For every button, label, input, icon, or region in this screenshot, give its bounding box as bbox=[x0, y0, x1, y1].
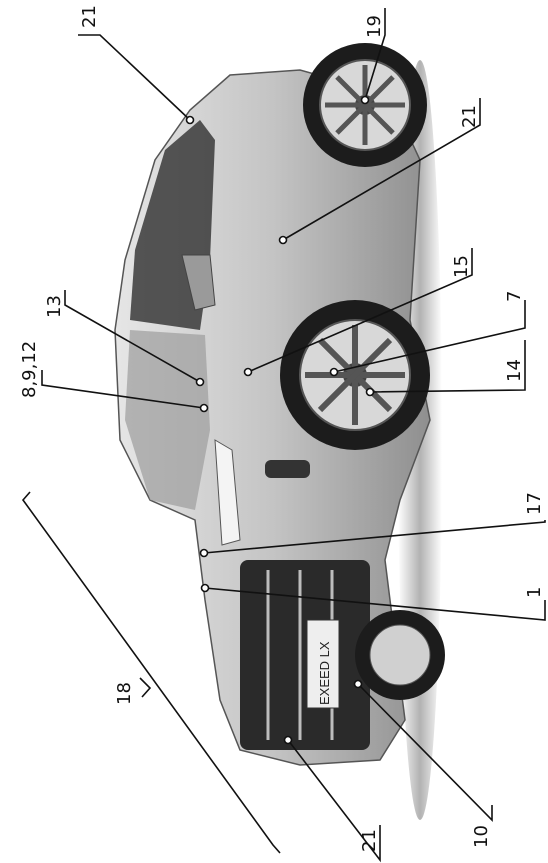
model-badge-plate bbox=[306, 619, 340, 709]
front-grille bbox=[240, 560, 370, 750]
front-vent bbox=[265, 460, 310, 478]
callout-13: 13 bbox=[44, 295, 65, 318]
callout-17: 17 bbox=[524, 492, 545, 515]
car-body: EXEED LX bbox=[114, 69, 431, 766]
callout-18: 18 bbox=[114, 682, 135, 705]
front-wheel-far bbox=[355, 610, 445, 700]
callout-8-9-12: 8,9,12 bbox=[19, 341, 40, 398]
side-mirror bbox=[181, 254, 216, 311]
windshield bbox=[125, 330, 210, 510]
callout-21-bottom: 21 bbox=[359, 829, 380, 852]
callout-lines bbox=[21, 8, 546, 863]
callout-19: 19 bbox=[364, 15, 385, 38]
callout-points bbox=[185, 95, 375, 745]
callout-1: 1 bbox=[524, 587, 545, 598]
callout-10: 10 bbox=[471, 825, 492, 848]
rear-wheel bbox=[303, 43, 427, 167]
callout-21-top: 21 bbox=[79, 5, 100, 28]
model-badge: EXEED LX bbox=[317, 641, 332, 705]
callout-labels: 21 19 21 15 7 14 13 8,9,12 17 1 18 10 21 bbox=[19, 5, 545, 852]
callout-15: 15 bbox=[451, 255, 472, 278]
front-wheel bbox=[280, 300, 430, 450]
callout-21-right: 21 bbox=[459, 105, 480, 128]
callout-7: 7 bbox=[504, 291, 525, 302]
headlight bbox=[214, 439, 241, 546]
callout-14: 14 bbox=[504, 359, 525, 382]
